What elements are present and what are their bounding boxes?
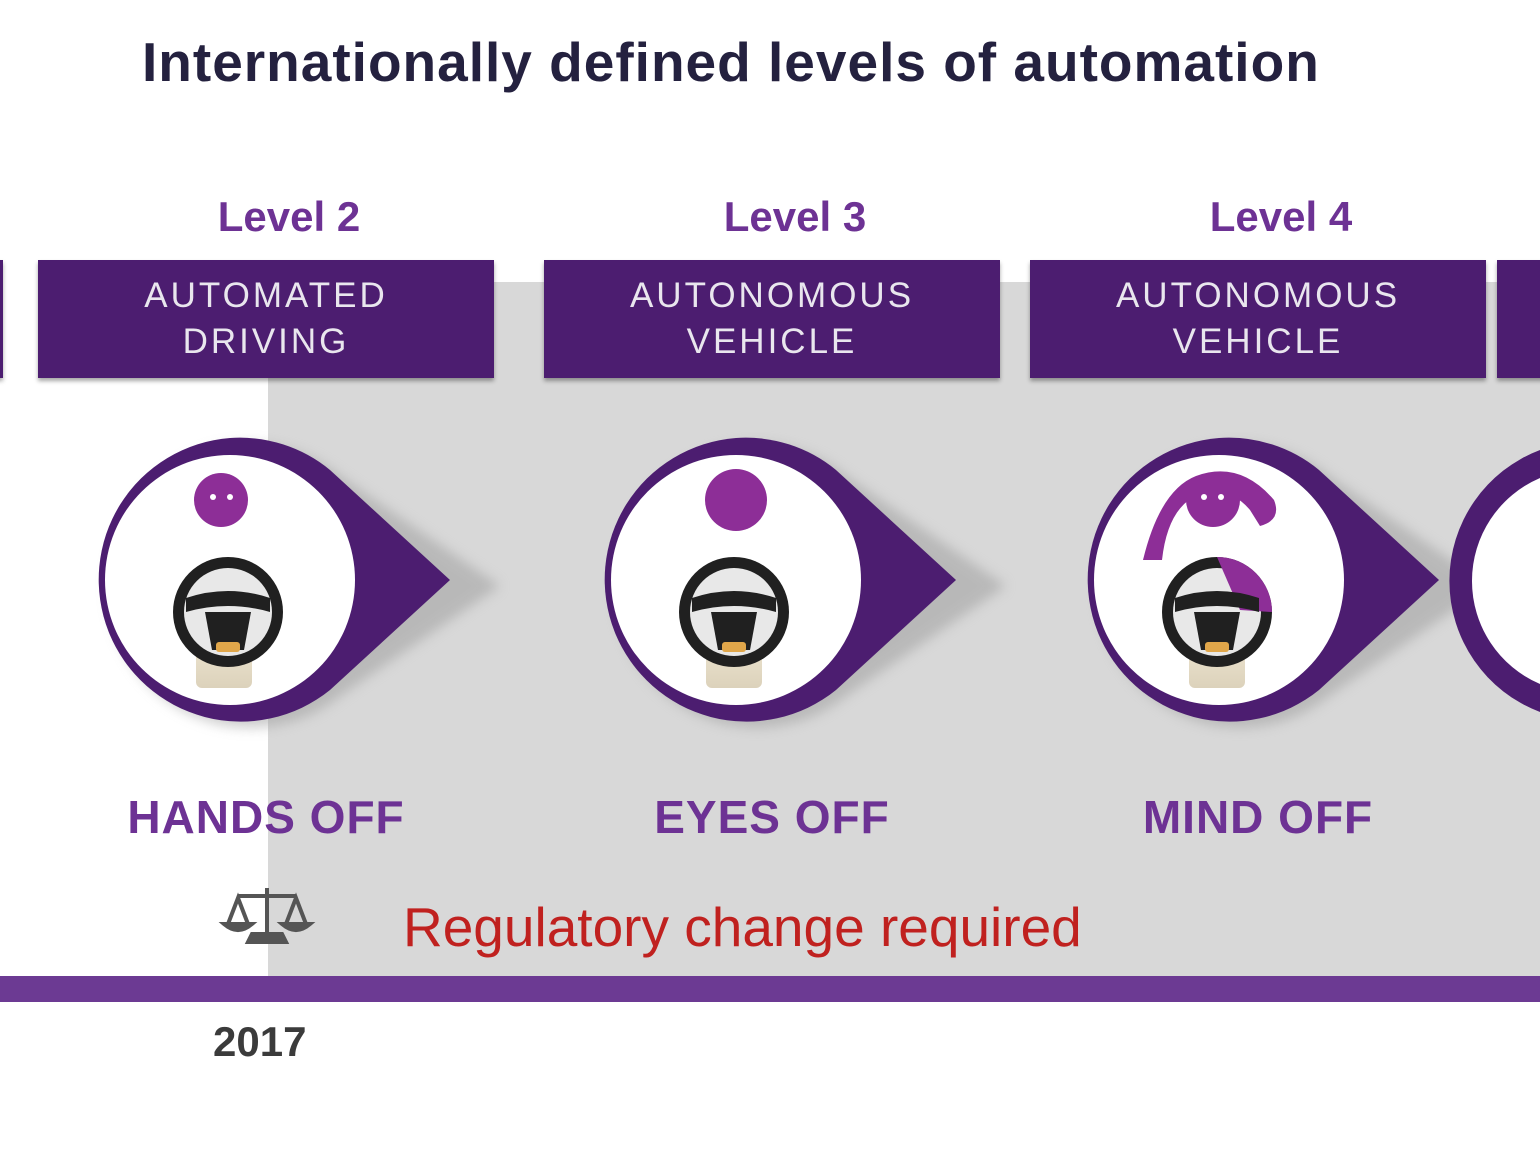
- level-2-banner: AUTOMATED DRIVING: [38, 260, 494, 378]
- level-3-status: EYES OFF: [654, 791, 890, 843]
- timeline-year: 2017: [213, 1018, 307, 1065]
- level-4-banner: AUTONOMOUS VEHICLE: [1030, 260, 1486, 378]
- level-5-banner-edge: [1497, 260, 1540, 378]
- level-3-eyes-off-icon: [604, 437, 1006, 728]
- timeline-bar: [0, 976, 1540, 1002]
- level-3-banner: AUTONOMOUS VEHICLE: [544, 260, 1000, 378]
- level-2-hands-off-icon: [98, 437, 500, 728]
- level-4-status: MIND OFF: [1142, 791, 1374, 843]
- level-2-banner-line-1: AUTOMATED: [144, 276, 388, 315]
- level-2-label: Level 2: [217, 193, 361, 240]
- level-4-label: Level 4: [1209, 193, 1353, 240]
- regulatory-note: Regulatory change required: [403, 896, 1082, 958]
- level-1-banner-edge: [0, 260, 3, 378]
- level-4-mind-off-icon: [1087, 437, 1489, 728]
- scales-icon: [218, 888, 316, 944]
- level-5-pin-edge: [1449, 450, 1540, 712]
- level-2-status: HANDS OFF: [127, 791, 405, 843]
- level-4-banner-line-1: AUTONOMOUS: [1115, 276, 1401, 315]
- level-3-label: Level 3: [723, 193, 867, 240]
- level-4-banner-line-2: VEHICLE: [1172, 322, 1344, 361]
- diagram-title: Internationally defined levels of automa…: [142, 31, 1320, 93]
- level-2-banner-line-2: DRIVING: [182, 322, 350, 361]
- level-3-banner-line-2: VEHICLE: [686, 322, 858, 361]
- level-3-banner-line-1: AUTONOMOUS: [629, 276, 915, 315]
